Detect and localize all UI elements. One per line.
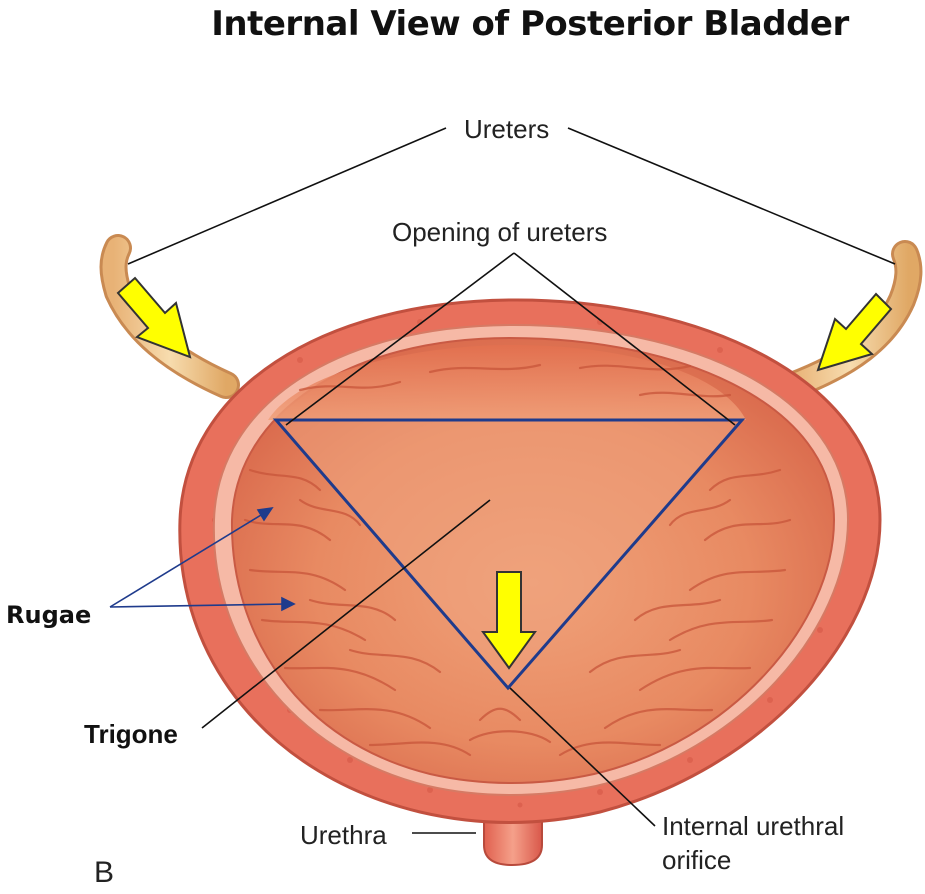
urine-flow-arrows [116,276,893,670]
page-title: Internal View of Posterior Bladder [211,4,849,44]
urethra-label: Urethra [300,820,387,850]
left-flow-arrow [116,276,192,359]
trigone-outline [272,418,746,691]
rugae-label: Rugae [6,601,92,629]
internal-urethral-orifice-label-line2: orifice [662,845,732,875]
center-flow-arrow [481,571,537,670]
rugae-pointer-arrows [109,506,296,612]
opening-of-ureters-label: Opening of ureters [392,217,608,247]
ureters-label: Ureters [464,114,550,144]
rugae-folds [243,363,792,757]
leader-lines [127,127,896,834]
trigone-region [276,420,742,688]
internal-urethral-orifice-label-line1: Internal urethral [662,811,845,841]
posterior-wall [268,345,746,420]
right-flow-arrow [816,292,893,372]
figure-letter: B [94,856,115,889]
trigone-label: Trigone [84,719,178,749]
